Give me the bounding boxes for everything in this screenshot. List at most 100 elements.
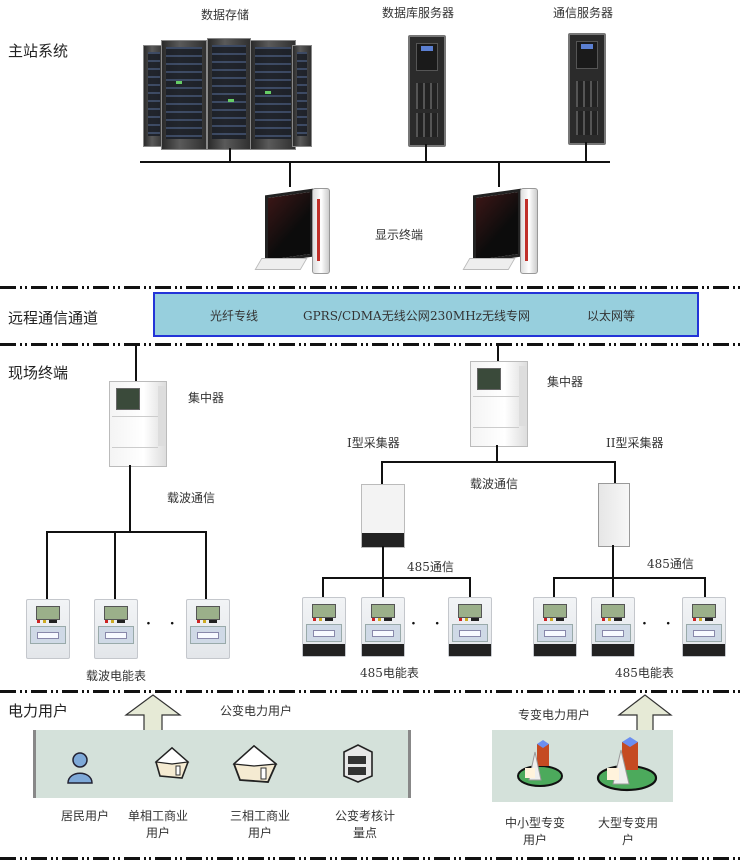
connector-line xyxy=(135,343,137,383)
rs485-meter-icon xyxy=(533,597,577,657)
ellipsis: · · · xyxy=(642,616,702,632)
large-house-icon xyxy=(232,744,278,783)
connector-line xyxy=(382,546,384,578)
rs485-comm-label: 485通信 xyxy=(407,560,454,574)
section-label-power-users: 电力用户 xyxy=(8,702,69,720)
channel-item-230mhz: 230MHz无线专网 xyxy=(430,309,530,323)
section-label-remote-channel: 远程通信通道 xyxy=(8,309,99,327)
concentrator-device-icon xyxy=(470,361,528,447)
connector-line xyxy=(614,461,616,483)
connector-line xyxy=(585,142,587,162)
connector-line xyxy=(612,577,614,599)
large-city-icon xyxy=(596,737,658,792)
carrier-meter-label: 载波电能表 xyxy=(86,669,147,683)
user-label-line: 量点 xyxy=(352,826,377,840)
collector-type1-device-icon xyxy=(361,484,405,548)
db-server-tower-icon xyxy=(408,35,446,147)
rs485-meter-label: 485电能表 xyxy=(360,666,419,680)
user-label-line: 公变考核计 xyxy=(334,809,395,823)
rs485-meter-icon xyxy=(591,597,635,657)
user-label-line: 用户 xyxy=(522,833,547,847)
collector-type2-device-icon xyxy=(598,483,630,547)
carrier-bus-line xyxy=(381,461,616,463)
user-label-line: 三相工商业 xyxy=(229,809,290,823)
connector-line xyxy=(496,445,498,463)
carrier-meter-icon xyxy=(26,599,70,659)
connector-line xyxy=(382,577,384,599)
channel-item-fiber: 光纤专线 xyxy=(210,309,259,323)
user-label-line: 中小型专变 xyxy=(504,816,565,830)
dedicated-users-label: 专变电力用户 xyxy=(518,708,591,722)
person-icon xyxy=(67,752,93,784)
rs485-bus-line xyxy=(322,577,471,579)
collector-type2-label: II型采集器 xyxy=(606,436,664,450)
connector-line xyxy=(612,545,614,578)
user-label-residential: 居民用户 xyxy=(45,808,125,825)
user-label-line: 用户 xyxy=(145,826,170,840)
connector-line xyxy=(425,144,427,162)
connector-line xyxy=(322,577,324,599)
building-cabinet-icon xyxy=(343,744,373,783)
user-label-three-phase: 三相工商业用户 xyxy=(220,808,300,842)
small-city-icon xyxy=(517,740,563,787)
carrier-bus-line xyxy=(46,531,207,533)
section-divider xyxy=(0,690,740,693)
concentrator-label: 集中器 xyxy=(188,391,225,405)
public-users-label: 公变电力用户 xyxy=(220,704,293,718)
rs485-meter-icon xyxy=(361,597,405,657)
db-server-label: 数据库服务器 xyxy=(382,6,455,20)
concentrator-label: 集中器 xyxy=(547,375,584,389)
concentrator-device-icon xyxy=(109,381,167,467)
rs485-meter-icon xyxy=(682,597,726,657)
rs485-meter-icon xyxy=(448,597,492,657)
carrier-comm-label: 载波通信 xyxy=(470,477,519,491)
connector-line xyxy=(114,531,116,600)
user-label-small-dedicated: 中小型专变用户 xyxy=(495,815,575,849)
section-divider xyxy=(0,343,740,346)
carrier-comm-label: 载波通信 xyxy=(167,491,216,505)
user-label-line: 大型专变用 xyxy=(597,816,658,830)
data-storage-label: 数据存储 xyxy=(201,8,250,22)
connector-line xyxy=(381,461,383,485)
section-label-master-station: 主站系统 xyxy=(8,42,69,60)
user-label-line: 单相工商业 xyxy=(127,809,188,823)
user-label-assessment-point: 公变考核计量点 xyxy=(325,808,405,842)
up-arrow-icon xyxy=(617,694,673,733)
connector-line xyxy=(704,577,706,599)
connector-line xyxy=(46,531,48,600)
connector-line xyxy=(498,161,500,187)
carrier-meter-icon xyxy=(186,599,230,659)
section-divider xyxy=(0,286,740,289)
user-label-line: 用户 xyxy=(247,826,272,840)
remote-channel-box: 光纤专线 GPRS/CDMA无线公网 230MHz无线专网 以太网等 xyxy=(153,292,699,337)
up-arrow-icon xyxy=(124,694,182,733)
rs485-meter-icon xyxy=(302,597,346,657)
comm-server-tower-icon xyxy=(568,33,606,145)
carrier-meter-icon xyxy=(94,599,138,659)
rs485-comm-label: 485通信 xyxy=(647,557,694,571)
user-label-line: 居民用户 xyxy=(60,809,109,823)
connector-line xyxy=(205,531,207,600)
dedicated-users-panel xyxy=(492,730,673,802)
collector-type1-label: I型采集器 xyxy=(347,436,400,450)
section-divider xyxy=(0,857,740,860)
channel-item-ethernet: 以太网等 xyxy=(587,309,636,323)
connector-line xyxy=(129,465,131,533)
rs485-meter-label: 485电能表 xyxy=(615,666,674,680)
ellipsis: · · · xyxy=(146,616,206,632)
small-house-icon xyxy=(154,746,190,779)
section-label-field-terminal: 现场终端 xyxy=(8,364,69,382)
comm-server-label: 通信服务器 xyxy=(553,6,614,20)
connector-line xyxy=(553,577,555,599)
channel-item-gprs-cdma: GPRS/CDMA无线公网 xyxy=(303,309,430,323)
user-label-line: 户 xyxy=(621,833,634,847)
user-label-single-phase: 单相工商业用户 xyxy=(118,808,198,842)
master-bus-line xyxy=(140,161,610,163)
connector-line xyxy=(229,148,231,162)
rs485-bus-line xyxy=(553,577,706,579)
connector-line xyxy=(289,161,291,187)
connector-line xyxy=(497,343,499,363)
display-terminal-label: 显示终端 xyxy=(375,228,424,242)
connector-line xyxy=(469,577,471,599)
user-label-large-dedicated: 大型专变用户 xyxy=(588,815,668,849)
